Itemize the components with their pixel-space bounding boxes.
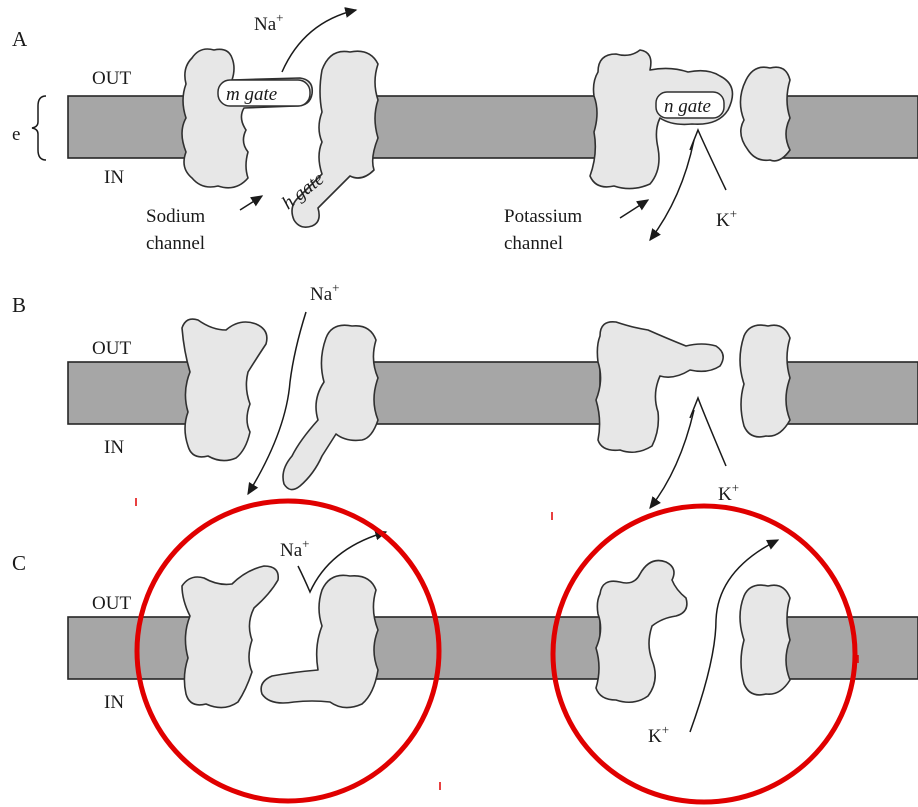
membrane-thickness-label: e xyxy=(12,124,20,145)
potassium-channel-left-subunit xyxy=(596,561,687,703)
potassium-channel-a: n gate xyxy=(590,50,790,189)
panel-c: C OUT IN Na+ K+ xyxy=(12,501,918,802)
panel-c-in-label: IN xyxy=(104,692,124,713)
potassium-channel-right-subunit xyxy=(740,325,790,437)
potassium-channel-left-subunit xyxy=(596,322,723,452)
sodium-channel-left-subunit xyxy=(182,319,267,461)
membrane-segment-middle xyxy=(368,617,600,679)
panel-c-k-label: K+ xyxy=(648,722,669,747)
panel-a-k-v xyxy=(690,130,726,190)
membrane-bracket xyxy=(32,96,46,160)
sodium-channel-right-subunit xyxy=(283,325,378,489)
potassium-channel-label-line-2: channel xyxy=(504,233,563,254)
sodium-channel-right-subunit xyxy=(261,575,378,707)
panel-a-letter: A xyxy=(12,27,28,51)
panel-c-out-label: OUT xyxy=(92,593,131,614)
sodium-channel-label-line-2: channel xyxy=(146,233,205,254)
panel-b-na-label: Na+ xyxy=(310,280,340,305)
potassium-channel-left-subunit xyxy=(590,50,733,189)
potassium-channel-c xyxy=(596,561,790,703)
potassium-channel-right-subunit xyxy=(740,585,790,695)
membrane-segment-middle xyxy=(368,362,600,424)
sodium-channel-b xyxy=(182,319,378,490)
sodium-channel-label-line-1: Sodium xyxy=(146,206,205,227)
membrane-segment-left xyxy=(68,617,198,679)
membrane-segment-left xyxy=(68,96,198,158)
sodium-channel-c xyxy=(182,566,378,708)
potassium-channel-right-subunit xyxy=(740,67,790,161)
membrane-segment-middle xyxy=(368,96,600,158)
potassium-channel-b xyxy=(596,322,790,452)
panel-b-k-label: K+ xyxy=(718,480,739,505)
panel-c-letter: C xyxy=(12,551,26,575)
membrane-segment-left xyxy=(68,362,198,424)
panel-c-na-label: Na+ xyxy=(280,536,310,561)
panel-a-na-label: Na+ xyxy=(254,10,284,35)
panel-a: A OUT IN e m gate h gate n gate Sodium c… xyxy=(12,10,918,254)
panel-b-k-v xyxy=(690,398,726,466)
panel-b-out-label: OUT xyxy=(92,338,131,359)
panel-b: B OUT IN Na+ K+ xyxy=(12,280,918,508)
sodium-channel-a: m gate h gate xyxy=(182,49,378,227)
membrane-segment-right xyxy=(783,96,918,158)
potassium-channel-label-line-1: Potassium xyxy=(504,206,582,227)
panel-b-in-label: IN xyxy=(104,437,124,458)
panel-a-in-label: IN xyxy=(104,167,124,188)
potassium-channel-pointer xyxy=(620,200,648,218)
membrane-segment-right xyxy=(783,362,918,424)
panel-a-k-label: K+ xyxy=(716,206,737,231)
sodium-channel-left-subunit xyxy=(182,49,312,188)
panel-b-letter: B xyxy=(12,293,26,317)
panel-a-out-label: OUT xyxy=(92,68,131,89)
sodium-channel-pointer xyxy=(240,196,262,210)
n-gate-label: n gate xyxy=(664,96,711,117)
m-gate-label: m gate xyxy=(226,84,277,105)
